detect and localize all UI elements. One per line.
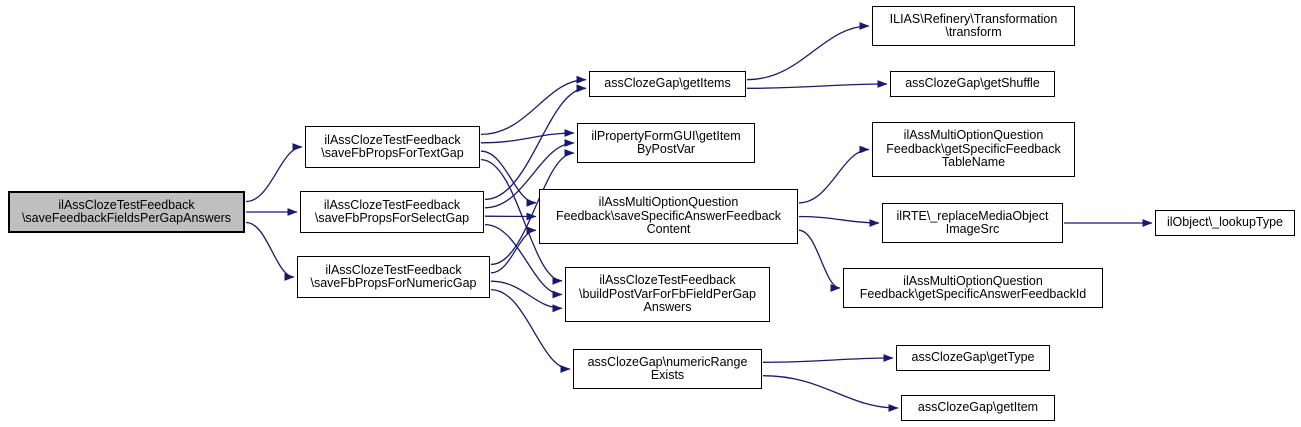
graph-node-label-line: \saveFbPropsForSelectGap [314,211,470,225]
graph-node-label-line: assClozeGap\numericRange [587,354,748,369]
edge-saveFbPropsForSelectGap-to-getItems [484,84,587,201]
graph-node-label-line: ilAssMultiOptionQuestion [903,128,1044,143]
graph-node-label-line: ilAssClozeTestFeedback [325,262,462,277]
graph-node-label-line: ilAssClozeTestFeedback [323,197,461,212]
graph-node-label-line: assClozeGap\getItem [917,400,1039,415]
edge-saveFbPropsForTextGap-to-saveSpecificAnswerFeedbackContent [480,150,537,207]
graph-node-saveFeedbackFieldsPerGapAnswers[interactable]: ilAssClozeTestFeedback\saveFeedbackField… [8,191,245,233]
graph-node-label-line: ilAssMultiOptionQuestion [598,195,739,210]
graph-node-label-line: \transform [945,25,1002,39]
graph-node-label-line: assClozeGap\getItems [604,76,731,91]
edge-getItems-to-transform [746,22,870,81]
graph-node-label-line: Feedback\saveSpecificAnswerFeedback [555,208,782,223]
graph-node-getShuffle[interactable]: assClozeGap\getShuffle [890,71,1055,97]
graph-node-getItem[interactable]: assClozeGap\getItem [901,395,1055,421]
edge-saveFeedbackFieldsPerGapAnswers-to-saveFbPropsForTextGap [245,143,303,203]
graph-node-label-line: ImageSrc [945,222,1000,236]
graph-node-label-line: TableName [941,155,1006,170]
edge-saveFbPropsForSelectGap-to-buildPostVarForFbFieldPerGapAnswers [484,223,563,299]
edge-saveFbPropsForNumericGap-to-numericRangeExists [490,288,571,373]
graph-node-label-line: Exists [650,368,685,382]
graph-node-label-line: ilAssClozeTestFeedback [324,132,461,147]
graph-node-saveFbPropsForTextGap[interactable]: ilAssClozeTestFeedback\saveFbPropsForTex… [305,126,480,168]
graph-node-label-line: assClozeGap\getShuffle [905,76,1040,91]
graph-node-label-line: ilAssClozeTestFeedback [58,197,195,212]
graph-node-label-line: ilRTE\_replaceMediaObject [896,208,1049,223]
edge-saveFbPropsForNumericGap-to-getItemByPostVar [490,149,575,266]
edge-saveFbPropsForTextGap-to-getItems [480,75,587,136]
graph-node-label-line: Feedback\getSpecificFeedback [886,141,1061,156]
graph-node-saveFbPropsForSelectGap[interactable]: ilAssClozeTestFeedback\saveFbPropsForSel… [300,191,484,233]
edge-saveFeedbackFieldsPerGapAnswers-to-saveFbPropsForNumericGap [245,221,295,281]
edge-saveFbPropsForTextGap-to-buildPostVarForFbFieldPerGapAnswers [480,158,563,285]
graph-node-saveFbPropsForNumericGap[interactable]: ilAssClozeTestFeedback\saveFbPropsForNum… [297,256,490,298]
graph-node-label-line: ilPropertyFormGUI\getItem [591,128,741,143]
graph-node-label-line: Answers [643,300,692,315]
graph-node-label-line: \saveFbPropsForTextGap [321,146,464,160]
graph-node-label-line: \saveFeedbackFieldsPerGapAnswers [21,211,232,225]
edge-saveFbPropsForSelectGap-to-getItemByPostVar [484,139,575,209]
graph-node-label-line: ILIAS\Refinery\Transformation [889,11,1058,26]
graph-node-label-line: ilObject\_lookupType [1166,215,1284,230]
graph-node-label-line: ilAssClozeTestFeedback [599,273,736,288]
graph-node-label-line: ilAssMultiOptionQuestion [903,273,1043,288]
graph-node-label-line: Feedback\getSpecificAnswerFeedbackId [859,287,1087,301]
edge-group [245,22,1153,412]
graph-node-lookupType[interactable]: ilObject\_lookupType [1155,210,1295,236]
edge-getItems-to-getShuffle [746,80,888,89]
edge-saveSpecificAnswerFeedbackContent-to-replaceMediaObjectImageSrc [798,215,880,227]
graph-node-label-line: ByPostVar [636,142,696,156]
graph-node-label-line: \saveFbPropsForNumericGap [310,276,477,290]
edge-saveSpecificAnswerFeedbackContent-to-getSpecificFeedbackTableName [798,145,870,204]
edge-saveSpecificAnswerFeedbackContent-to-getSpecificAnswerFeedbackId [798,229,841,292]
edge-saveFbPropsForTextGap-to-getItemByPostVar [480,129,575,144]
edge-numericRangeExists-to-getItem [762,375,899,412]
edge-numericRangeExists-to-getType [762,354,894,363]
graph-node-label-line: \buildPostVarForFbFieldPerGap [579,286,756,301]
graph-node-transform[interactable]: ILIAS\Refinery\Transformation\transform [872,6,1075,46]
graph-node-buildPostVarForFbFieldPerGapAnswers[interactable]: ilAssClozeTestFeedback\buildPostVarForFb… [565,267,770,322]
graph-node-label-line: assClozeGap\getType [911,350,1035,365]
graph-node-getItems[interactable]: assClozeGap\getItems [589,71,746,97]
graph-node-getType[interactable]: assClozeGap\getType [896,345,1050,371]
graph-node-label-line: Content [646,222,691,237]
edge-saveFbPropsForNumericGap-to-saveSpecificAnswerFeedbackContent [490,226,537,274]
edge-saveFbPropsForNumericGap-to-buildPostVarForFbFieldPerGapAnswers [490,280,563,313]
